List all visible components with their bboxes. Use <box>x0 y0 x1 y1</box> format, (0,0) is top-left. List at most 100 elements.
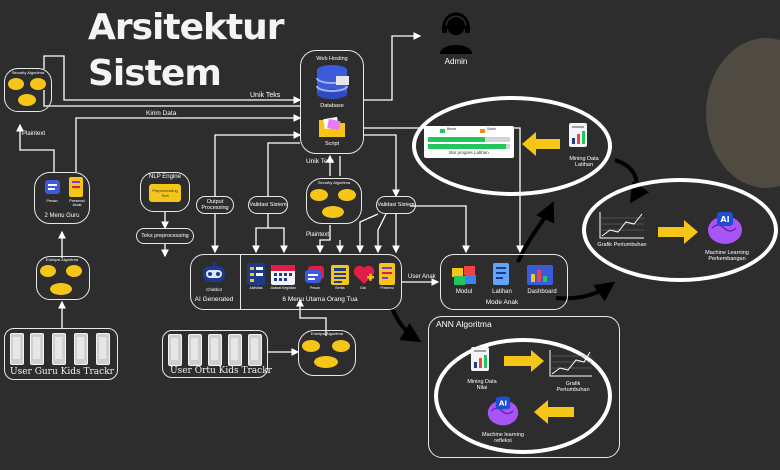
mid-security-algo-box <box>306 178 362 224</box>
label-plaintext-left: Plaintext <box>22 131 46 137</box>
yellow-arrow-right-icon <box>504 350 544 372</box>
guru-menu-box[interactable] <box>34 172 90 224</box>
bar-progres-label: Bar progres Latihan <box>449 150 489 155</box>
guru-encryption-algo-label: Enkripsi Algoritma <box>45 257 79 262</box>
validasi-sistem-pill-1: Validasi Sistem <box>248 196 288 214</box>
phone-icon <box>168 334 182 366</box>
orangtua-menu-box <box>190 254 402 310</box>
guru-algo-node <box>30 78 46 90</box>
phone-icon <box>30 333 44 365</box>
chatbot-label: Chatbot <box>206 287 222 292</box>
ai-brain-icon: AI <box>706 210 744 246</box>
berita-icon[interactable] <box>330 264 350 286</box>
label-unik-teks-mid: Unik Teks <box>306 158 335 165</box>
ortu-encryption-algo-box <box>298 330 356 376</box>
phone-icon <box>248 334 262 366</box>
menu-item-5: Gizi <box>359 286 367 290</box>
ortu-algo-node <box>314 356 338 368</box>
ortu-algo-node <box>332 340 350 352</box>
guru-menu-item-1: Pesan <box>46 198 58 203</box>
mode-anak-label: Mode Anak <box>485 299 519 306</box>
guru-users-box <box>4 328 118 380</box>
label-unik-teks-top: Unik Teks <box>250 92 281 99</box>
mining-data-nilai-icon <box>470 346 490 372</box>
anak-item-modul: Modul <box>455 289 473 295</box>
guru-algo-node <box>8 78 24 90</box>
page-title-line2: Sistem <box>88 53 222 94</box>
growth-ellipse <box>582 178 778 282</box>
script-label: Script <box>324 141 340 147</box>
guru-user-label: User Guru Kids Trackr <box>10 367 114 377</box>
growth-chart-icon <box>598 210 646 240</box>
ai-generated-label: AI Generated <box>194 296 234 303</box>
gizi-heart-icon[interactable] <box>352 264 376 286</box>
growth-chart-icon <box>548 348 594 378</box>
mid-algo-node <box>322 206 344 218</box>
yellow-arrow-left-icon <box>534 400 574 424</box>
phone-icon <box>52 333 66 365</box>
phone-icon <box>96 333 110 365</box>
phone-icon <box>74 333 88 365</box>
validasi-sistem-pill-2: Validasi Sistem <box>376 196 416 214</box>
ortu-algo-node <box>302 340 320 352</box>
anak-item-dashboard: Dashboard <box>527 289 557 295</box>
pesan-icon[interactable] <box>304 264 326 286</box>
nlp-preprocessing-box: Preprocessing Text <box>149 184 181 202</box>
anak-item-latihan: Latihan <box>492 289 512 295</box>
script-folder-icon <box>318 116 346 138</box>
latihan-icon[interactable] <box>490 262 512 286</box>
label-plaintext-mid: Plaintext <box>306 232 330 238</box>
ortu-user-label: User Ortu Kids Trackr <box>170 366 272 376</box>
chatbot-robot-icon[interactable] <box>200 262 228 286</box>
ml-perkembangan-label: Machine Learning Perkembangan <box>705 250 749 263</box>
progress-track-1 <box>428 137 510 142</box>
guru-security-algo-label: Security Algoritma <box>11 70 45 75</box>
mid-algo-node <box>310 189 328 201</box>
guru-presensi-icon[interactable] <box>68 176 84 198</box>
svg-text:AI: AI <box>720 215 729 224</box>
phone-icon <box>10 333 24 365</box>
yellow-arrow-right-icon <box>658 220 698 244</box>
teks-preprocessing-pill: Teks preprocessing <box>136 228 194 244</box>
jadwal-kegiatan-icon[interactable] <box>270 262 296 286</box>
progress-ellipse <box>412 96 612 196</box>
presensi-icon[interactable] <box>378 262 396 286</box>
progress-track-2 <box>428 144 510 149</box>
ortu-users-box <box>162 330 268 378</box>
guru-algo-node <box>50 283 72 295</box>
guru-algo-node <box>40 265 56 277</box>
progress-card <box>424 126 514 158</box>
database-icon <box>312 64 352 102</box>
aktivitas-icon[interactable] <box>246 262 266 286</box>
guru-menu-label: 2 Menu Guru <box>44 213 80 219</box>
guru-menu-item-2: Presensi Anak <box>69 198 85 208</box>
ml-refleksi-label: Machine learning refleksi <box>482 432 524 445</box>
menu-item-3: Pesan <box>310 286 320 290</box>
guru-security-algo-box <box>4 68 52 112</box>
output-processing-pill: Output Processing <box>196 196 234 214</box>
mining-data-latihan-icon <box>568 122 588 148</box>
menu-item-6: Presensi <box>380 286 394 290</box>
phone-icon <box>208 334 222 366</box>
grafik-pertumbuhan-ann-label: Grafik Pertumbuhan <box>556 381 590 394</box>
ann-algoritma-box <box>428 316 620 458</box>
dashboard-icon[interactable] <box>526 264 554 286</box>
mining-data-nilai-label: Mining Data Nilai <box>467 379 497 392</box>
legend-benar: Benar <box>447 127 457 131</box>
guru-algo-node <box>66 265 82 277</box>
modul-icon[interactable] <box>450 262 478 286</box>
legend-salah: Salah <box>487 127 496 131</box>
web-hosting-box <box>300 50 364 154</box>
chatbot-divider <box>240 254 242 310</box>
label-user-anak: User Anak <box>408 274 436 280</box>
hosting-title: Web Hosting <box>316 56 348 62</box>
mid-security-algo-label: Security Algoritma <box>317 180 351 185</box>
ai-brain-icon: AI <box>486 394 520 428</box>
nlp-engine-box <box>140 172 190 212</box>
mode-anak-box <box>440 254 568 310</box>
phone-icon <box>188 334 202 366</box>
svg-text:AI: AI <box>499 399 507 408</box>
orangtua-menu-label: 6 Menu Utama Orang Tua <box>282 296 358 303</box>
guru-pesan-icon[interactable] <box>44 178 62 198</box>
